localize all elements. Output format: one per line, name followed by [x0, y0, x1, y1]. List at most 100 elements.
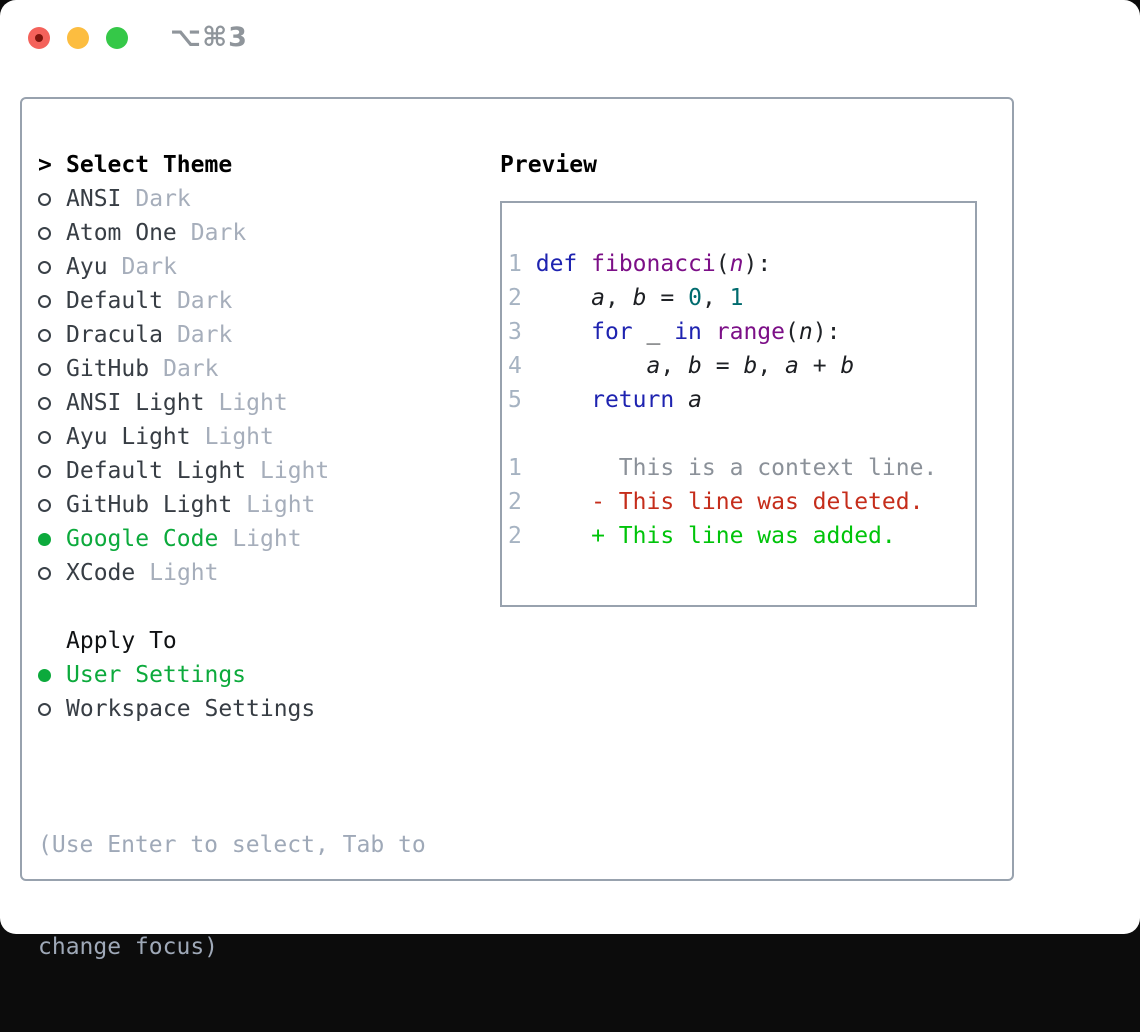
theme-name: Atom One: [66, 220, 177, 246]
preview-line: 2 + This line was added.: [508, 519, 975, 553]
help-text: (Use Enter to select, Tab to change focu…: [38, 760, 500, 1032]
apply-option-user-settings[interactable]: User Settings: [38, 658, 500, 692]
code-segment: [522, 353, 647, 379]
code-segment: b: [743, 353, 757, 379]
circle-glyph: [38, 363, 51, 376]
code-segment: n: [799, 319, 813, 345]
circle-glyph: [38, 669, 51, 682]
radio-icon: [38, 329, 66, 342]
theme-variant: Dark: [177, 322, 232, 348]
preview-line: 1 def fibonacci(n):: [508, 247, 975, 281]
theme-variant: Light: [149, 560, 218, 586]
code-segment: for: [591, 319, 633, 345]
radio-icon: [38, 431, 66, 444]
preview-line: 4 a, b = b, a + b: [508, 349, 975, 383]
code-segment: ,: [605, 285, 633, 311]
code-segment: [522, 387, 591, 413]
title-bar: ⌥⌘3: [0, 0, 1140, 75]
code-segment: ,: [702, 285, 730, 311]
help-line-1: (Use Enter to select, Tab to: [38, 828, 500, 862]
theme-option-ayu[interactable]: Ayu Dark: [38, 250, 500, 284]
code-segment: 0: [688, 285, 702, 311]
radio-icon: [38, 227, 66, 240]
code-segment: b: [688, 353, 702, 379]
radio-selected-icon: [38, 669, 66, 682]
circle-glyph: [38, 703, 51, 716]
radio-icon: [38, 261, 66, 274]
theme-name: ANSI: [66, 186, 121, 212]
radio-icon: [38, 465, 66, 478]
minimize-button-icon[interactable]: [67, 27, 89, 49]
radio-icon: [38, 499, 66, 512]
theme-name: GitHub Light: [66, 492, 232, 518]
theme-variant: Dark: [122, 254, 177, 280]
theme-option-ansi-light[interactable]: ANSI Light Light: [38, 386, 500, 420]
code-segment: +: [799, 353, 841, 379]
code-segment: a: [688, 387, 702, 413]
theme-option-xcode[interactable]: XCode Light: [38, 556, 500, 590]
apply-label: Workspace Settings: [66, 696, 315, 722]
code-segment: 2: [508, 523, 522, 549]
code-segment: a: [591, 285, 605, 311]
theme-option-default[interactable]: Default Dark: [38, 284, 500, 318]
theme-variant: Light: [205, 424, 274, 450]
select-theme-header: > Select Theme: [38, 148, 500, 182]
code-segment: [702, 319, 716, 345]
apply-option-workspace-settings[interactable]: Workspace Settings: [38, 692, 500, 726]
theme-variant: Light: [246, 492, 315, 518]
theme-name: GitHub: [66, 356, 149, 382]
theme-option-github-light[interactable]: GitHub Light Light: [38, 488, 500, 522]
apply-label: User Settings: [66, 662, 246, 688]
circle-glyph: [38, 567, 51, 580]
code-segment: 2: [508, 285, 522, 311]
circle-glyph: [38, 227, 51, 240]
theme-variant: Dark: [177, 288, 232, 314]
theme-name: XCode: [66, 560, 135, 586]
code-segment: - This line was deleted.: [591, 489, 923, 515]
circle-glyph: [38, 329, 51, 342]
zoom-button-icon[interactable]: [106, 27, 128, 49]
code-segment: [522, 523, 591, 549]
circle-glyph: [38, 295, 51, 308]
theme-variant: Light: [218, 390, 287, 416]
code-segment: + This line was added.: [591, 523, 896, 549]
apply-to-header-row: Apply To: [38, 624, 500, 658]
circle-glyph: [38, 261, 51, 274]
code-segment: [522, 319, 591, 345]
radio-icon: [38, 193, 66, 206]
code-segment: [522, 489, 591, 515]
preview-line: 2 - This line was deleted.: [508, 485, 975, 519]
radio-icon: [38, 703, 66, 716]
theme-name: Ayu: [66, 254, 108, 280]
theme-name: Default Light: [66, 458, 246, 484]
code-segment: a: [646, 353, 660, 379]
window-title: ⌥⌘3: [170, 22, 248, 53]
radio-icon: [38, 567, 66, 580]
spacer: [38, 590, 500, 624]
radio-icon: [38, 363, 66, 376]
close-button-icon[interactable]: [28, 27, 50, 49]
cursor-arrow-icon: >: [38, 152, 66, 178]
circle-glyph: [38, 533, 51, 546]
code-segment: b: [633, 285, 647, 311]
code-segment: ,: [757, 353, 785, 379]
code-segment: ):: [813, 319, 841, 345]
code-segment: =: [702, 353, 744, 379]
theme-name: Default: [66, 288, 163, 314]
theme-variant: Light: [260, 458, 329, 484]
theme-name: ANSI Light: [66, 390, 204, 416]
theme-option-default-light[interactable]: Default Light Light: [38, 454, 500, 488]
code-segment: [522, 251, 536, 277]
code-segment: ):: [743, 251, 771, 277]
code-segment: _: [633, 319, 675, 345]
